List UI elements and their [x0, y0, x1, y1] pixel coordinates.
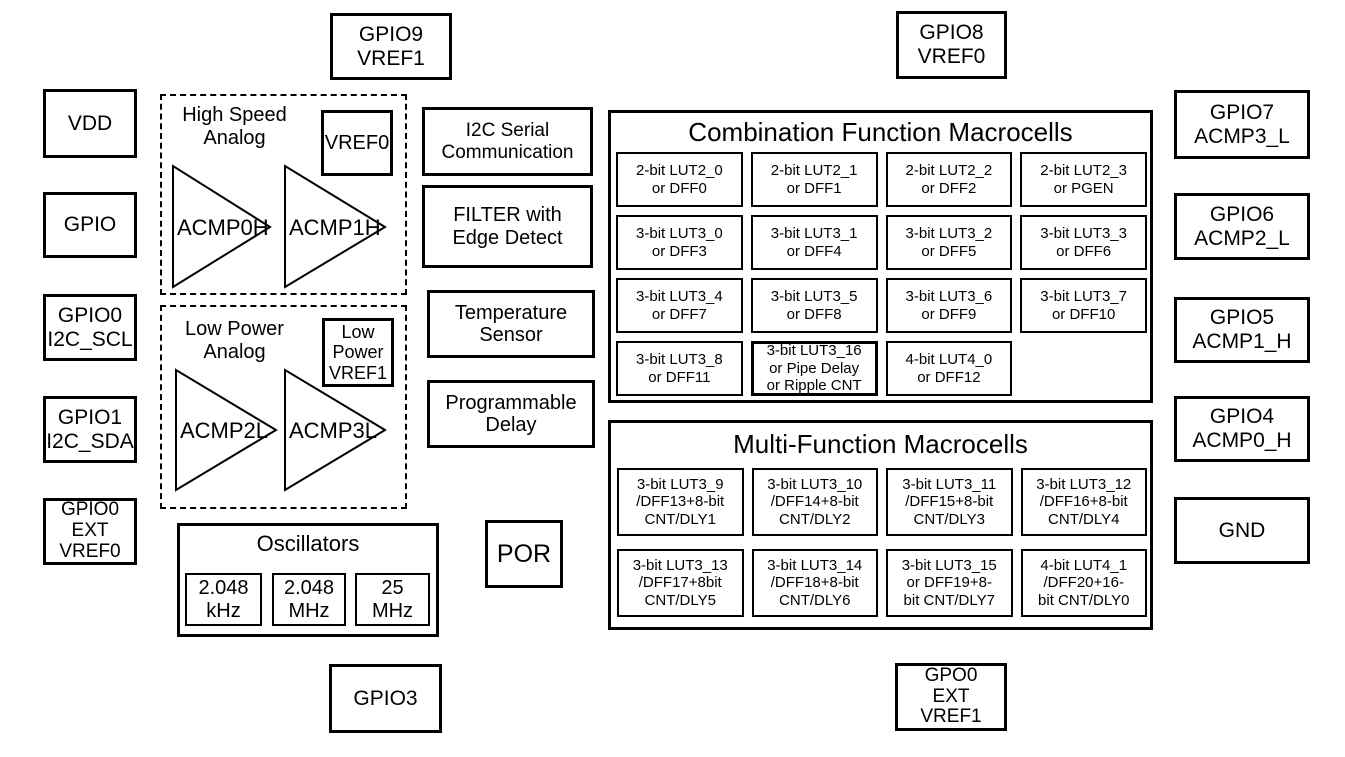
programmable-delay-block: Programmable Delay: [427, 380, 595, 448]
macrocell-lut3-13: 3-bit LUT3_13 /DFF17+8bit CNT/DLY5: [617, 549, 744, 617]
oscillators-title: Oscillators: [256, 531, 360, 556]
macrocell-lut3-10: 3-bit LUT3_10 /DFF14+8-bit CNT/DLY2: [751, 468, 878, 536]
macrocell-lut3-4: 3-bit LUT3_4 or DFF7: [616, 278, 743, 333]
vref0-block: VREF0: [321, 110, 393, 176]
high-speed-comparators: ACMP0H ACMP1H: [172, 164, 387, 289]
pin-gpio9-vref1: GPIO9 VREF1: [330, 13, 452, 80]
pin-gnd: GND: [1174, 497, 1310, 564]
high-speed-analog-label: High Speed Analog: [182, 104, 287, 149]
macrocell-lut3-3: 3-bit LUT3_3 or DFF6: [1020, 215, 1147, 270]
low-power-analog-label: Low Power Analog: [185, 318, 284, 363]
macrocell-lut3-1: 3-bit LUT3_1 or DFF4: [750, 215, 878, 270]
macrocell-lut2-1: 2-bit LUT2_1 or DFF1: [750, 152, 878, 207]
combination-macrocells-grid: 2-bit LUT2_0 or DFF0 2-bit LUT2_1 or DFF…: [616, 152, 1147, 396]
acmp3l-label: ACMP3L: [289, 418, 377, 443]
pin-gpo0-ext-vref1: GPO0 EXT VREF1: [895, 663, 1007, 731]
multifunction-macrocells-title: Multi-Function Macrocells: [733, 429, 1028, 459]
macrocell-lut3-7: 3-bit LUT3_7 or DFF10: [1020, 278, 1147, 333]
filter-edge-detect-block: FILTER with Edge Detect: [422, 185, 593, 268]
pin-gpio: GPIO: [43, 192, 137, 258]
acmp2l-triangle: [175, 368, 278, 492]
macrocell-lut3-0: 3-bit LUT3_0 or DFF3: [616, 215, 743, 270]
macrocell-lut2-3: 2-bit LUT2_3 or PGEN: [1020, 152, 1147, 207]
macrocell-lut3-15: 3-bit LUT3_15 or DFF19+8- bit CNT/DLY7: [886, 549, 1013, 617]
oscillator-2048khz: 2.048 kHz: [185, 573, 262, 626]
acmp3l-triangle: [284, 368, 387, 492]
pin-gpio5-acmp1-h: GPIO5 ACMP1_H: [1174, 297, 1310, 363]
combination-macrocells-title: Combination Function Macrocells: [688, 117, 1073, 147]
macrocell-lut3-2: 3-bit LUT3_2 or DFF5: [885, 215, 1013, 270]
pin-gpio4-acmp0-h: GPIO4 ACMP0_H: [1174, 396, 1310, 462]
pin-gpio8-vref0: GPIO8 VREF0: [896, 11, 1007, 79]
multifunction-macrocells-grid: 3-bit LUT3_9 /DFF13+8-bit CNT/DLY1 3-bit…: [617, 468, 1147, 617]
pin-vdd: VDD: [43, 89, 137, 158]
macrocell-lut3-5: 3-bit LUT3_5 or DFF8: [750, 278, 878, 333]
temperature-sensor-block: Temperature Sensor: [427, 290, 595, 358]
pin-gpio0-ext-vref0: GPIO0 EXT VREF0: [43, 498, 137, 565]
acmp0h-label: ACMP0H: [177, 215, 269, 240]
pin-gpio0-i2c-scl: GPIO0 I2C_SCL: [43, 294, 137, 361]
pin-gpio7-acmp3-l: GPIO7 ACMP3_L: [1174, 90, 1310, 159]
oscillator-25mhz: 25 MHz: [355, 573, 430, 626]
oscillators-block: Oscillators 2.048 kHz 2.048 MHz 25 MHz: [177, 523, 439, 637]
i2c-serial-communication-block: I2C Serial Communication: [422, 107, 593, 176]
oscillator-2048mhz: 2.048 MHz: [272, 573, 346, 626]
macrocell-lut3-12: 3-bit LUT3_12 /DFF16+8-bit CNT/DLY4: [1020, 468, 1147, 536]
macrocell-lut3-6: 3-bit LUT3_6 or DFF9: [885, 278, 1013, 333]
macrocell-lut4-0: 4-bit LUT4_0 or DFF12: [885, 341, 1013, 396]
macrocell-lut3-16: 3-bit LUT3_16 or Pipe Delay or Ripple CN…: [750, 341, 878, 396]
macrocell-lut3-11: 3-bit LUT3_11 /DFF15+8-bit CNT/DLY3: [886, 468, 1013, 536]
acmp0h-triangle: [172, 164, 272, 289]
por-block: POR: [485, 520, 563, 588]
macrocell-lut3-9: 3-bit LUT3_9 /DFF13+8-bit CNT/DLY1: [617, 468, 744, 536]
acmp2l-label: ACMP2L: [180, 418, 268, 443]
acmp1h-label: ACMP1H: [289, 215, 381, 240]
pin-gpio3: GPIO3: [329, 664, 442, 733]
pin-gpio1-i2c-sda: GPIO1 I2C_SDA: [43, 396, 137, 463]
macrocell-lut3-8: 3-bit LUT3_8 or DFF11: [616, 341, 743, 396]
multifunction-macrocells-block: Multi-Function Macrocells 3-bit LUT3_9 /…: [608, 420, 1153, 630]
combination-macrocells-block: Combination Function Macrocells 2-bit LU…: [608, 110, 1153, 403]
acmp1h-triangle: [284, 164, 387, 289]
macrocell-lut2-0: 2-bit LUT2_0 or DFF0: [616, 152, 743, 207]
macrocell-lut2-2: 2-bit LUT2_2 or DFF2: [885, 152, 1013, 207]
low-power-vref1-block: Low Power VREF1: [322, 318, 394, 387]
macrocell-lut4-1: 4-bit LUT4_1 /DFF20+16- bit CNT/DLY0: [1020, 549, 1147, 617]
low-power-comparators: ACMP2L ACMP3L: [175, 368, 387, 492]
macrocell-lut3-14: 3-bit LUT3_14 /DFF18+8-bit CNT/DLY6: [751, 549, 878, 617]
pin-gpio6-acmp2-l: GPIO6 ACMP2_L: [1174, 193, 1310, 260]
